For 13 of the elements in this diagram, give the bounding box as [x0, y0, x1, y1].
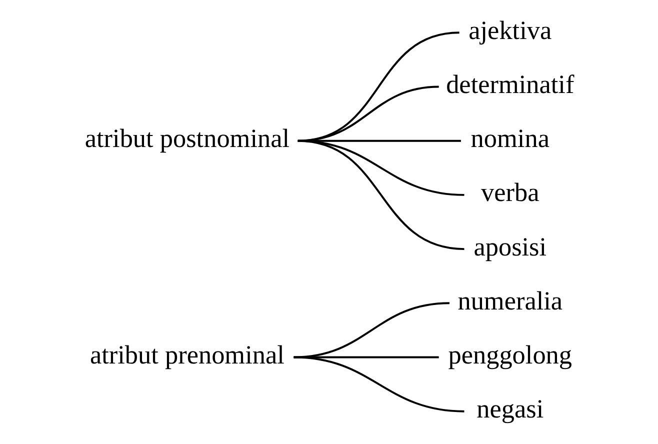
node-text: penggolong: [448, 340, 572, 370]
node-text: negasi: [476, 394, 544, 424]
connector: [298, 140, 464, 250]
node-text: determinatif: [446, 70, 574, 99]
node-text: ajektiva: [468, 16, 552, 45]
node-text: atribut postnominal: [84, 124, 290, 154]
node-text: verba: [481, 178, 540, 208]
node-text: atribut prenominal: [90, 340, 284, 370]
node-text: numeralia: [458, 286, 563, 316]
node-text: aposisi: [474, 232, 547, 262]
node-text: nomina: [470, 124, 550, 154]
connector: [294, 356, 464, 412]
connector: [294, 302, 450, 358]
